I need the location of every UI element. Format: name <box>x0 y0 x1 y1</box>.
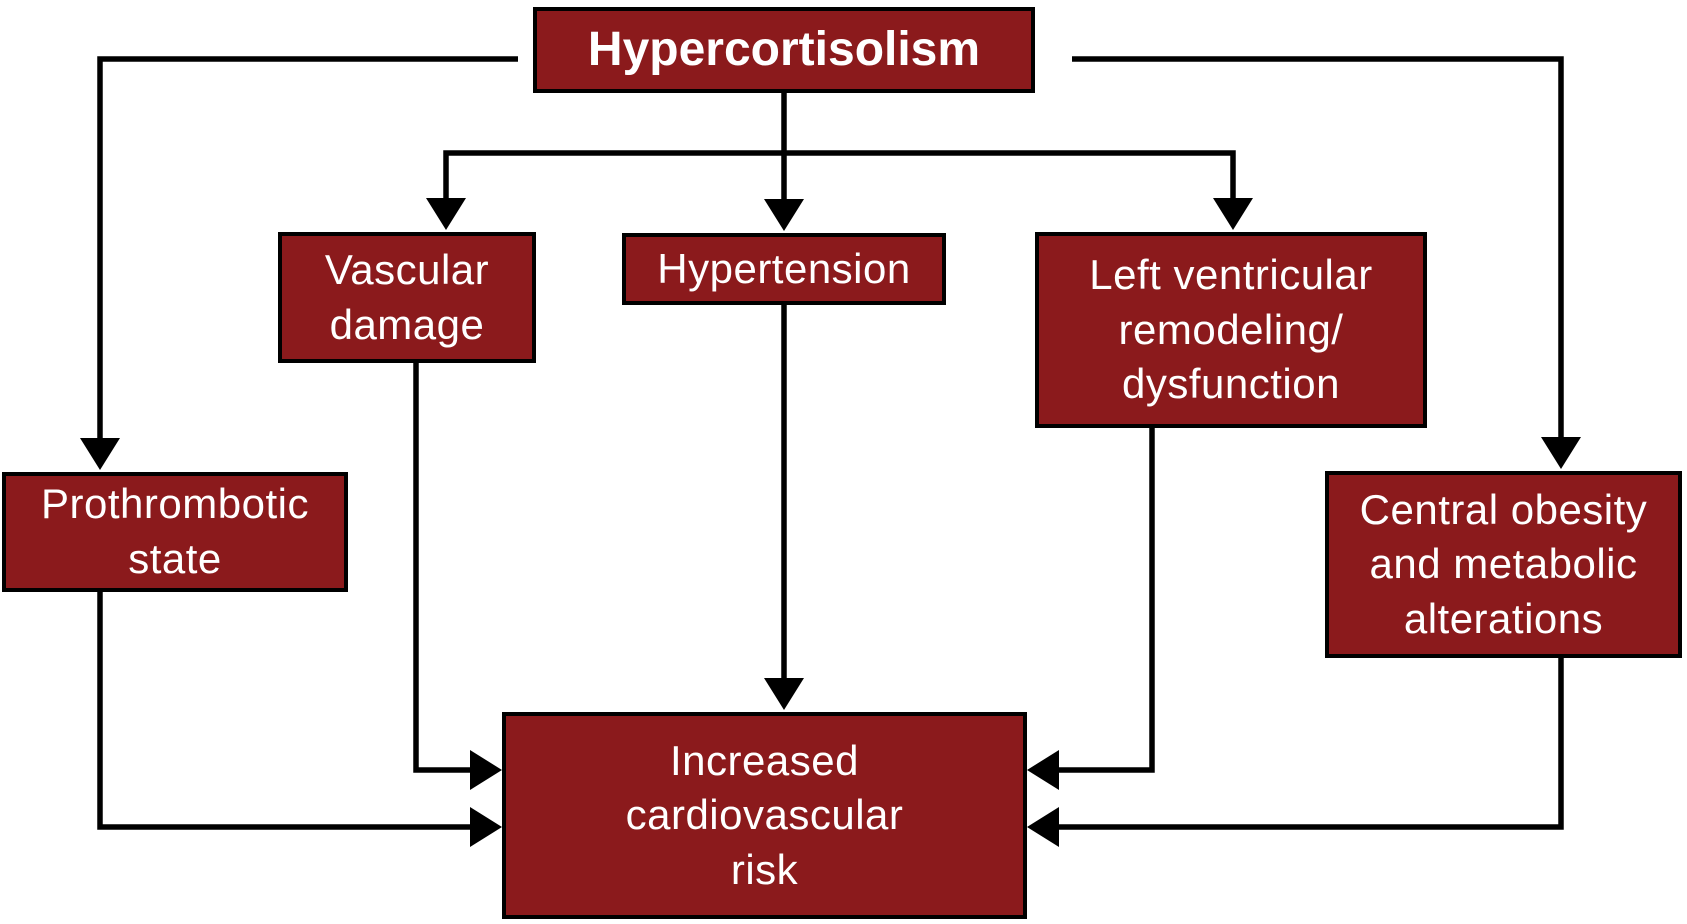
edge-hypertension-to-cv-risk <box>764 305 804 710</box>
arrowhead-left-icon <box>1027 807 1059 847</box>
node-central-obesity: Central obesity and metabolic alteration… <box>1325 471 1682 658</box>
node-increased-cardiovascular-risk-label: Increased cardiovascular risk <box>625 736 904 893</box>
arrowhead-down-icon <box>764 199 804 231</box>
node-central-obesity-label: Central obesity and metabolic alteration… <box>1359 485 1648 642</box>
edge-prothrombotic-state-to-cv-risk <box>97 592 502 847</box>
arrowhead-right-icon <box>470 807 502 847</box>
node-vascular-damage-label: Vascular damage <box>324 245 490 348</box>
arrowhead-down-icon <box>1213 198 1253 230</box>
node-prothrombotic-state-label: Prothrombotic state <box>41 480 309 582</box>
edge-hypercortisolism-to-central-obesity <box>1072 56 1581 469</box>
arrowhead-down-icon <box>80 438 120 470</box>
node-hypercortisolism: Hypercortisolism <box>533 7 1035 93</box>
edge-hypercortisolism-branch-bar <box>426 150 1253 230</box>
node-hypertension-label: Hypertension <box>657 244 911 292</box>
arrowhead-down-icon <box>1541 437 1581 469</box>
arrowhead-down-icon <box>426 198 466 230</box>
node-vascular-damage: Vascular damage <box>278 232 536 363</box>
node-prothrombotic-state: Prothrombotic state <box>2 472 348 592</box>
edge-hypercortisolism-to-hypertension <box>764 93 804 231</box>
arrowhead-right-icon <box>470 750 502 790</box>
arrowhead-left-icon <box>1027 750 1059 790</box>
node-left-ventricular-remodeling-label: Left ventricular remodeling/ dysfunction <box>1089 251 1373 408</box>
node-left-ventricular-remodeling: Left ventricular remodeling/ dysfunction <box>1035 232 1427 428</box>
edge-left-ventricular-to-cv-risk <box>1027 428 1155 790</box>
arrowhead-down-icon <box>764 678 804 710</box>
node-hypercortisolism-label: Hypercortisolism <box>587 22 981 76</box>
node-hypertension: Hypertension <box>622 233 946 305</box>
edge-central-obesity-to-cv-risk <box>1027 656 1564 847</box>
edge-vascular-damage-to-cv-risk <box>413 363 502 790</box>
node-increased-cardiovascular-risk: Increased cardiovascular risk <box>502 712 1027 919</box>
edge-hypercortisolism-to-prothrombotic-state <box>80 56 518 470</box>
